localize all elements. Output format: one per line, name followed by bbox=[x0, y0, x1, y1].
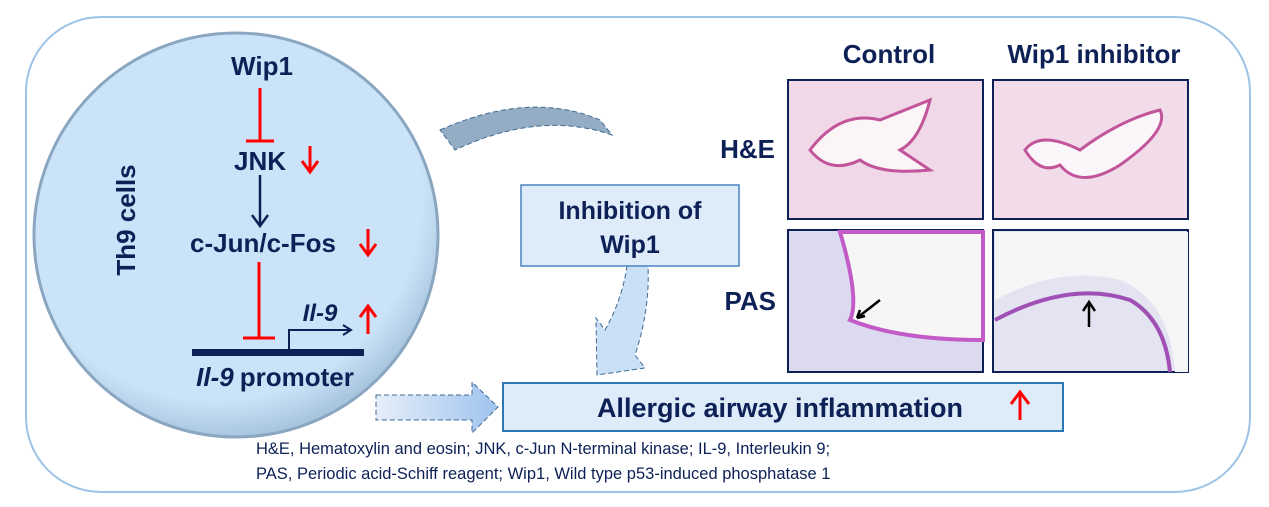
column-header-inhibitor: Wip1 inhibitor bbox=[1007, 39, 1180, 69]
down-arrow-icon bbox=[300, 146, 320, 175]
th9-cell bbox=[32, 31, 440, 439]
footnote-line-2: PAS, Periodic acid-Schiff reagent; Wip1,… bbox=[256, 465, 831, 483]
micrograph-control-he bbox=[787, 79, 984, 220]
outcome-box bbox=[502, 382, 1064, 432]
promoter-dna-line bbox=[192, 349, 364, 356]
inhibition-line2: Wip1 bbox=[600, 231, 660, 259]
micrograph-inhibitor-pas bbox=[992, 229, 1189, 373]
footnote-line-1: H&E, Hematoxylin and eosin; JNK, c-Jun N… bbox=[256, 440, 831, 458]
cjun-cfos-label: c-Jun/c-Fos bbox=[190, 228, 336, 258]
up-arrow-icon bbox=[1009, 389, 1031, 420]
promoter-word: promoter bbox=[240, 362, 354, 392]
down-arrow-icon bbox=[358, 229, 378, 258]
inhibition-line1: Inhibition of bbox=[558, 197, 702, 225]
cell-label: Th9 cells bbox=[111, 164, 141, 275]
curved-arrow-top bbox=[439, 106, 614, 151]
wip1-label: Wip1 bbox=[231, 51, 293, 81]
activation-arrow bbox=[250, 175, 270, 229]
jnk-label: JNK bbox=[234, 146, 286, 176]
outcome-label: Allergic airway inflammation bbox=[597, 393, 963, 423]
arrow-to-outcome bbox=[375, 380, 499, 435]
micrograph-inhibitor-he bbox=[992, 79, 1189, 220]
column-header-control: Control bbox=[843, 39, 935, 69]
row-label-he: H&E bbox=[720, 134, 775, 164]
inhibition-box bbox=[520, 184, 740, 267]
transcription-arrow bbox=[288, 324, 353, 349]
up-arrow-icon bbox=[358, 303, 378, 334]
curved-arrow-down bbox=[595, 265, 649, 376]
row-label-pas: PAS bbox=[724, 286, 776, 316]
micrograph-control-pas bbox=[787, 229, 985, 373]
il9-label: Il-9 bbox=[303, 300, 338, 327]
promoter-gene: Il-9 bbox=[196, 362, 234, 392]
